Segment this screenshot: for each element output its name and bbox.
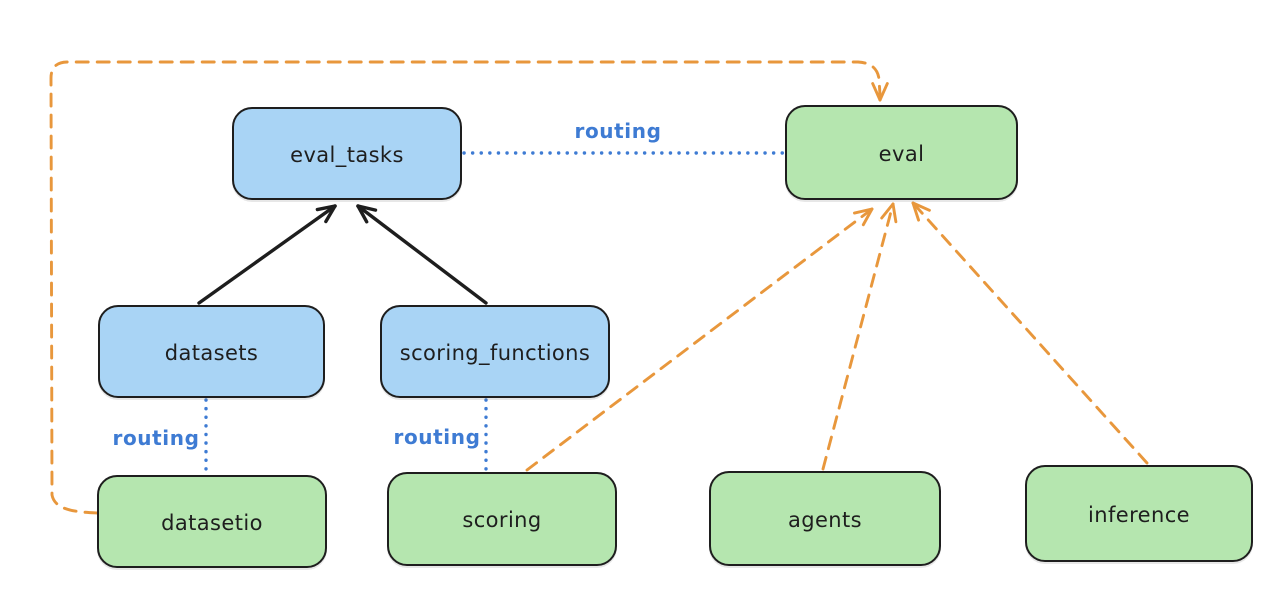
node-agents-label: agents (787, 507, 862, 532)
edge-label-routing-datasetio: routing (112, 426, 200, 450)
node-eval-tasks-label: eval_tasks (290, 142, 404, 167)
edge-datasetio-to-eval-loop-head-0 (878, 82, 889, 102)
edge-scoring_functions-to-eval_tasks-head-1 (356, 204, 378, 212)
node-scoring: scoring (387, 472, 617, 566)
edge-datasets-to-eval_tasks-head-1 (324, 204, 337, 224)
edge-scoring-to-eval-head-0 (853, 207, 874, 215)
node-eval-label: eval (878, 141, 925, 166)
edge-datasets-to-eval_tasks-head-0 (315, 204, 337, 212)
edge-label-routing-scoring: routing (393, 425, 481, 449)
edge-label-routing-top: routing (574, 119, 662, 143)
edge-inference-to-eval (911, 201, 1149, 465)
node-datasetio-label: datasetio (161, 510, 263, 535)
node-eval-tasks: eval_tasks (232, 107, 462, 200)
node-scoring-label: scoring (462, 508, 542, 532)
edge-agents-to-eval (821, 202, 895, 471)
edge-scoring_functions-to-eval_tasks-head-0 (356, 204, 369, 224)
edge-agents-to-eval-head-1 (891, 202, 898, 224)
node-datasetio: datasetio (97, 475, 327, 568)
edge-inference-to-eval-head-1 (911, 201, 931, 212)
node-eval: eval (785, 105, 1018, 200)
edge-agents-to-eval-head-0 (880, 202, 895, 220)
node-datasets-label: datasets (164, 340, 259, 365)
node-scoring-functions-label: scoring_functions (399, 340, 591, 365)
node-inference-label: inference (1088, 502, 1190, 527)
node-agents: agents (709, 471, 941, 566)
edge-inference-to-eval-head-0 (911, 201, 921, 222)
node-scoring-functions: scoring_functions (380, 305, 610, 398)
edge-datasets-to-eval_tasks (197, 204, 337, 305)
node-inference: inference (1025, 465, 1253, 562)
edge-scoring_functions-to-eval_tasks (356, 204, 488, 305)
node-datasets: datasets (98, 305, 325, 398)
edge-scoring-to-eval-head-1 (861, 207, 874, 227)
edge-datasetio-to-eval-loop-head-1 (871, 82, 882, 102)
